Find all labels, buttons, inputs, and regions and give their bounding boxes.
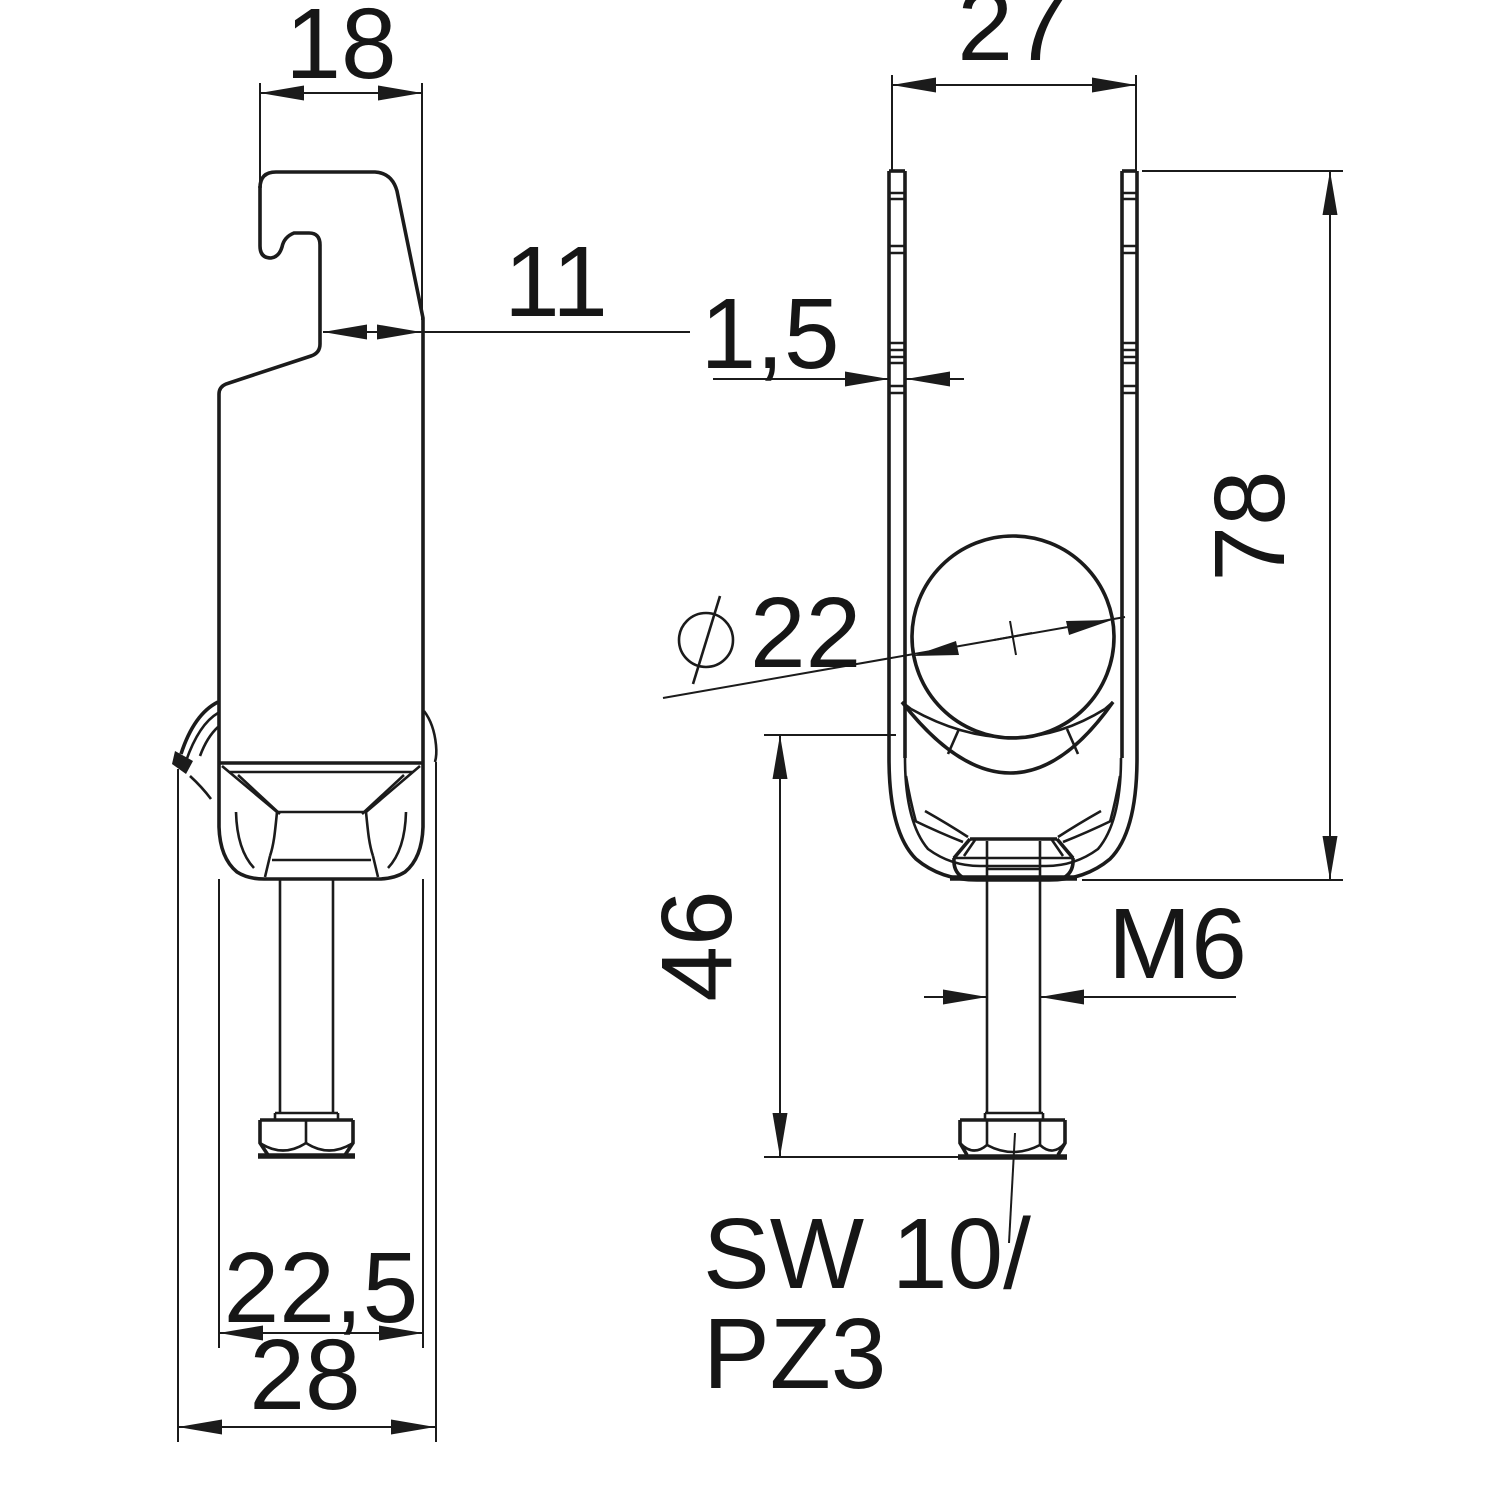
dimension-diameter-22: 22 <box>662 577 1126 699</box>
dimension-m6: M6 <box>924 888 1247 1005</box>
dimension-18: 18 <box>259 0 423 320</box>
screw-side <box>258 879 355 1159</box>
dim-22-label: 22 <box>750 577 861 689</box>
diameter-symbol-icon <box>677 595 735 685</box>
dimension-27: 27 <box>891 0 1137 170</box>
leg-serration-marks <box>889 191 1137 395</box>
dim-46-label: 46 <box>641 890 753 1001</box>
saddle-crescent <box>900 700 1115 775</box>
dim-27-label: 27 <box>957 0 1068 82</box>
dimension-11: 11 <box>323 226 690 340</box>
dim-m6-label: M6 <box>1108 888 1247 1000</box>
screw-front <box>958 841 1067 1160</box>
clamp-nut-front <box>950 837 1077 881</box>
dim-11-label: 11 <box>504 226 608 338</box>
dimension-28: 28 <box>178 1319 435 1435</box>
side-tabs <box>904 775 1122 844</box>
clamp-nut-side <box>217 761 425 881</box>
drive-callout: SW 10/ PZ3 <box>703 1132 1031 1410</box>
dim-78-label: 78 <box>1194 470 1306 581</box>
drive-label-line1: SW 10/ <box>703 1198 1031 1310</box>
hook-inner-profile <box>217 186 322 763</box>
leader-line <box>1008 1132 1016 1244</box>
dim-1-5-label: 1,5 <box>700 278 839 390</box>
dim-22-5-label: 22,5 <box>224 1232 419 1344</box>
side-view <box>172 170 438 1442</box>
dim-28-label: 28 <box>249 1319 360 1431</box>
dimension-46: 46 <box>641 734 958 1158</box>
front-view <box>887 169 1139 1160</box>
drive-label-line2: PZ3 <box>703 1298 886 1410</box>
dimension-22-5: 22,5 <box>219 1232 423 1344</box>
dim-18-label: 18 <box>285 0 396 100</box>
dimension-78: 78 <box>1082 170 1343 881</box>
spring-clip-arcs <box>172 700 438 800</box>
dimension-1-5: 1,5 <box>700 278 964 390</box>
hook-outer-profile <box>258 170 425 763</box>
